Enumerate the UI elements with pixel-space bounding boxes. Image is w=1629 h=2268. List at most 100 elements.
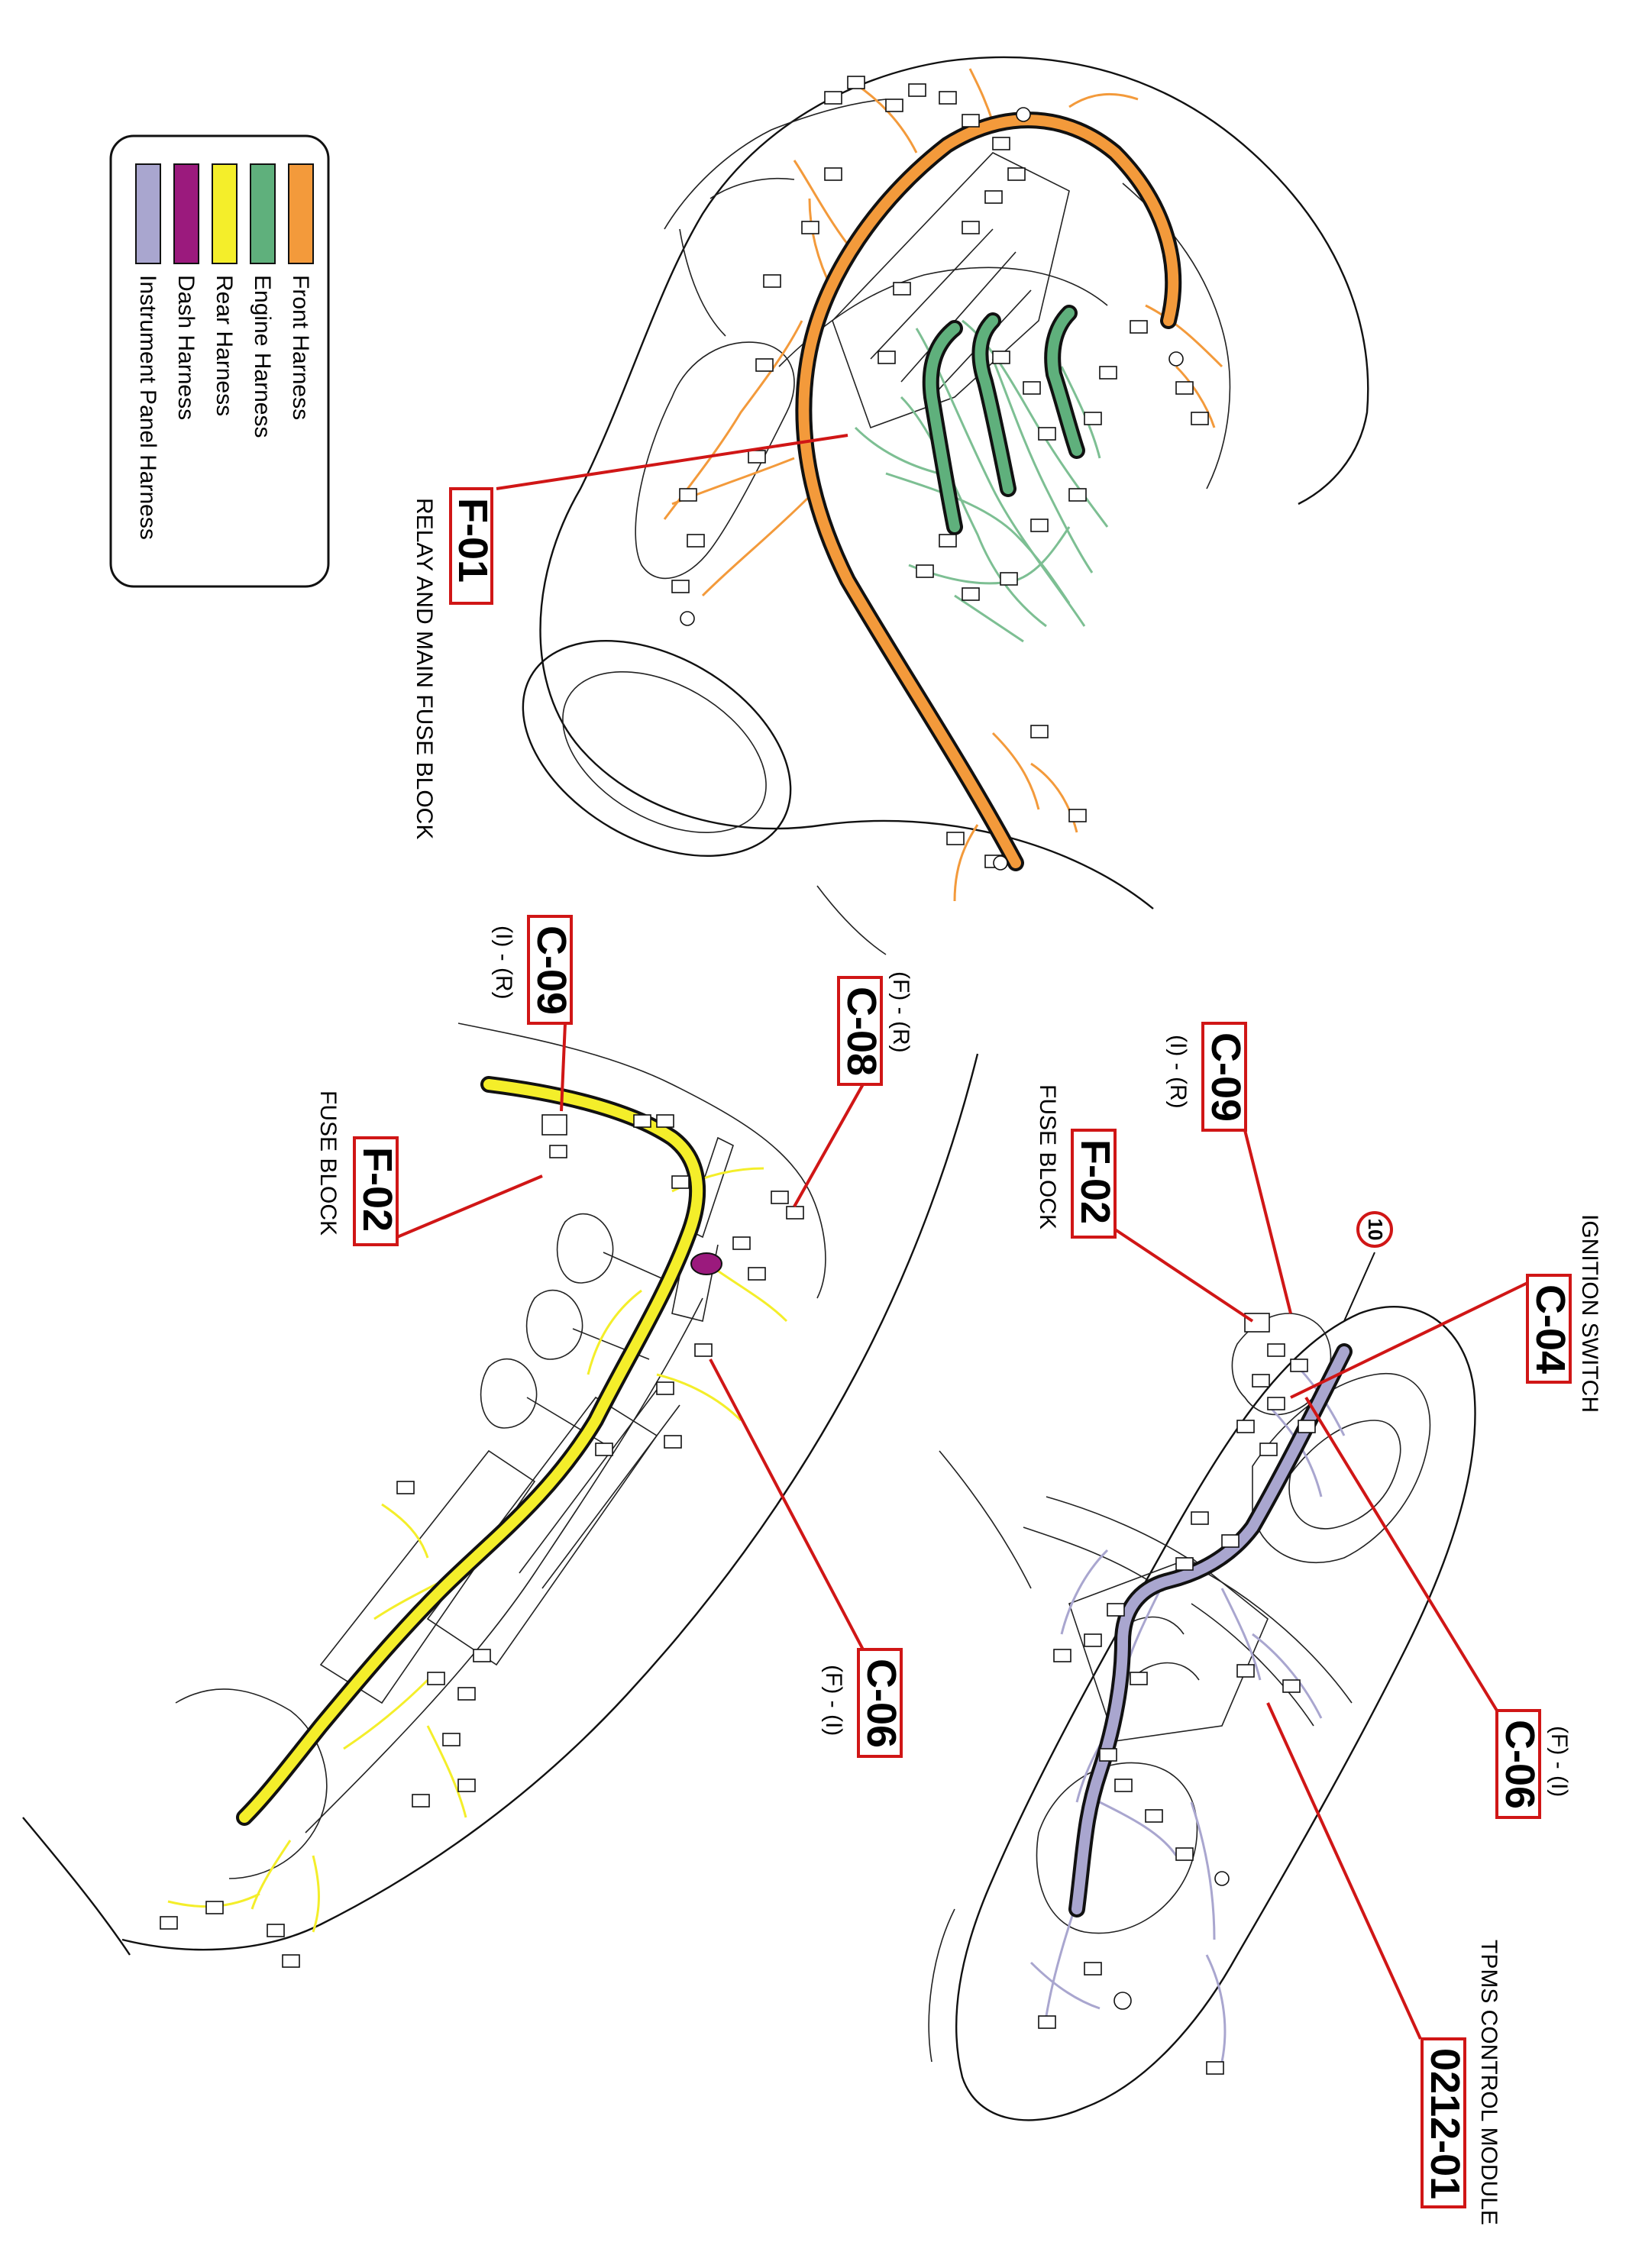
dash-body-outline [955, 1306, 1476, 2121]
front-engine-block [832, 152, 1070, 429]
front-fender-line [1122, 183, 1231, 489]
legend-item-front: Front Harness [288, 163, 314, 420]
marker-10-label: 10 [1364, 1219, 1387, 1241]
callout-dash-c-06: C-06 (F) - (I) [1304, 1396, 1572, 1819]
engine-harness-trunk [922, 305, 1085, 535]
floor-steering-column [671, 1136, 734, 1322]
callout-dash-0212-01-desc: TPMS CONTROL MODULE [1476, 1940, 1501, 2225]
dash-view: 10 C-09 (I) - (R) F-02 FUSE BLOCK C-04 I… [928, 1022, 1602, 2225]
callout-dash-c-09-leader [1243, 1129, 1292, 1314]
dash-top-edge [1023, 1496, 1200, 1589]
dash-floor-line [928, 1450, 1032, 2063]
front-connectors [671, 76, 1209, 871]
callout-floor-c-09-leader [560, 1023, 567, 1112]
callout-floor-f-02-leader [396, 1174, 543, 1239]
floor-seat-rail-c [519, 1389, 680, 1589]
callout-f-01-id: F-01 [450, 498, 496, 583]
floor-tunnel-outline [305, 1297, 703, 1833]
legend-label-instrument: Instrument Panel Harness [135, 275, 160, 540]
front-bumper-line [664, 99, 887, 230]
legend-item-engine: Engine Harness [250, 163, 276, 438]
callout-floor-c-06-id: C-06 [858, 1659, 904, 1748]
legend-item-rear: Rear Harness [212, 163, 238, 416]
floor-rear-bulkhead [175, 1688, 328, 1879]
marker-10: 10 [1343, 1211, 1393, 1322]
callout-floor-f-02-id: F-02 [354, 1147, 400, 1232]
callout-floor-c-09-box [527, 915, 573, 1025]
callout-f-01-desc: RELAY AND MAIN FUSE BLOCK [412, 498, 437, 839]
callout-floor-f-02-box [353, 1136, 399, 1246]
legend-item-dash: Dash Harness [173, 163, 199, 420]
callout-dash-c-04-box [1526, 1274, 1572, 1384]
dash-connectors [1038, 1313, 1316, 2075]
front-harness-wires [663, 68, 1223, 902]
dash-cluster-inner [1288, 1420, 1401, 1530]
legend-swatch-rear [212, 163, 238, 264]
callout-dash-c-04-desc: IGNITION SWITCH [1577, 1214, 1602, 1413]
dash-harness-connector [690, 1252, 722, 1275]
front-harness-trunk [798, 115, 1179, 868]
front-view: F-01 RELAY AND MAIN FUSE BLOCK [412, 56, 1369, 955]
callout-floor-c-06-sub: (F) - (I) [821, 1665, 846, 1736]
callout-dash-f-02-box [1071, 1129, 1117, 1239]
callout-dash-c-09-box [1201, 1022, 1247, 1132]
callout-dash-c-09: C-09 (I) - (R) [1165, 1022, 1292, 1314]
callout-floor-c-06-box [857, 1648, 903, 1758]
front-vent-a [679, 228, 726, 337]
callout-floor-c-08: C-08 (F) - (R) [793, 971, 913, 1207]
floor-dash-outline [457, 1023, 826, 1299]
floor-body-outline [22, 1053, 979, 1956]
callout-floor-f-02: F-02 FUSE BLOCK [315, 1090, 543, 1246]
callout-floor-c-06: C-06 (F) - (I) [709, 1359, 904, 1758]
instrument-harness-trunk [1071, 1346, 1349, 1914]
callout-floor-c-09-id: C-09 [528, 926, 574, 1015]
legend-label-engine: Engine Harness [250, 275, 275, 438]
callout-dash-c-09-sub: (I) - (R) [1165, 1035, 1191, 1109]
callout-dash-c-06-leader [1304, 1396, 1498, 1712]
front-wheel-arch-inner [562, 671, 767, 833]
floor-pedal-b [525, 1289, 583, 1360]
floor-connectors [160, 1114, 804, 1968]
legend-label-rear: Rear Harness [212, 275, 237, 416]
floor-pedal-c [480, 1358, 538, 1429]
callout-dash-c-06-id: C-06 [1497, 1720, 1543, 1809]
front-engine-detail [870, 228, 1032, 398]
callout-floor-c-08-box [837, 976, 883, 1086]
legend-swatch-dash [173, 163, 199, 264]
callout-dash-0212-01-leader [1266, 1702, 1422, 2040]
callout-f-01-leader [496, 434, 848, 490]
callout-floor-f-02-desc: FUSE BLOCK [315, 1090, 341, 1236]
front-wheel-arch-outer [522, 639, 792, 858]
callout-floor-c-08-leader [793, 1084, 865, 1207]
callout-dash-c-04-leader [1290, 1281, 1528, 1399]
legend-swatch-instrument [135, 163, 161, 264]
callout-dash-f-02-desc: FUSE BLOCK [1035, 1084, 1060, 1229]
rear-harness-trunk [239, 1079, 703, 1823]
legend-label-dash: Dash Harness [173, 275, 199, 420]
front-frame-rail [816, 885, 887, 955]
legend-label-front: Front Harness [288, 275, 313, 420]
marker-10-leader [1343, 1252, 1375, 1322]
callout-f-01: F-01 RELAY AND MAIN FUSE BLOCK [412, 434, 848, 839]
floor-pedal-area [556, 1213, 614, 1284]
rear-harness-trunk-outline [236, 1076, 706, 1826]
callout-dash-c-06-box [1495, 1709, 1541, 1819]
instrument-harness-wires [1029, 1358, 1346, 2063]
callout-dash-c-04: C-04 IGNITION SWITCH [1290, 1214, 1602, 1413]
callout-dash-f-02-id: F-02 [1072, 1139, 1118, 1224]
callout-floor-c-08-sub: (F) - (R) [888, 971, 913, 1053]
dash-knee-panel [1191, 1572, 1353, 1727]
legend-item-instrument: Instrument Panel Harness [135, 163, 161, 540]
callout-floor-c-08-id: C-08 [839, 987, 884, 1076]
callout-dash-f-02-leader [1113, 1228, 1254, 1323]
legend-swatch-front [288, 163, 314, 264]
callout-dash-c-04-id: C-04 [1527, 1284, 1573, 1374]
floor-seat-rail-a [319, 1449, 536, 1704]
callout-dash-c-09-id: C-09 [1203, 1032, 1249, 1122]
front-body-outline [539, 56, 1369, 909]
callout-dash-0212-01-id: 0212-01 [1422, 2048, 1468, 2199]
callout-dash-0212-01: 0212-01 TPMS CONTROL MODULE [1266, 1702, 1501, 2225]
legend: Front Harness Engine Harness Rear Harnes… [109, 134, 330, 588]
callout-dash-f-02: F-02 FUSE BLOCK [1035, 1084, 1254, 1323]
